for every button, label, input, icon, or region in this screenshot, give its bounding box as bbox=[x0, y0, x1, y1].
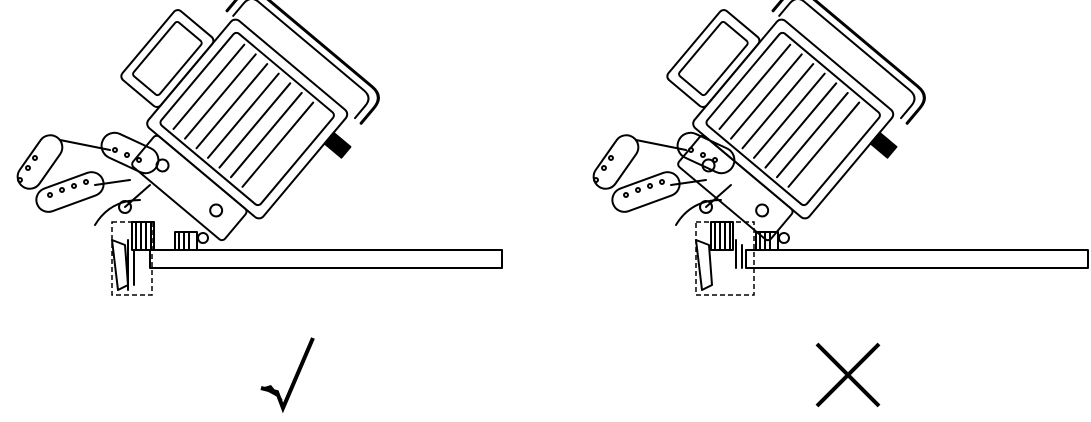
left-grip-handles bbox=[592, 131, 736, 213]
workpiece-plate bbox=[149, 249, 503, 269]
checkmark-icon bbox=[243, 330, 333, 420]
incorrect-setup-panel: cross bbox=[546, 0, 1091, 422]
machine-body bbox=[666, 0, 926, 242]
left-grip-handles bbox=[16, 131, 160, 213]
cutter-head bbox=[111, 239, 129, 291]
machine-body bbox=[120, 0, 380, 242]
detail-highlight-box bbox=[695, 221, 755, 296]
cutter-head bbox=[695, 239, 713, 291]
clamp-rollers bbox=[710, 221, 790, 251]
clamp-rollers bbox=[131, 221, 209, 251]
bevel-machine-incorrect-illustration bbox=[592, 0, 1089, 296]
detail-highlight-box bbox=[111, 221, 153, 296]
cross-icon bbox=[803, 330, 893, 420]
bevel-machine-correct-illustration bbox=[16, 0, 503, 296]
workpiece-plate bbox=[745, 249, 1089, 269]
correct-setup-panel: check bbox=[0, 0, 545, 422]
